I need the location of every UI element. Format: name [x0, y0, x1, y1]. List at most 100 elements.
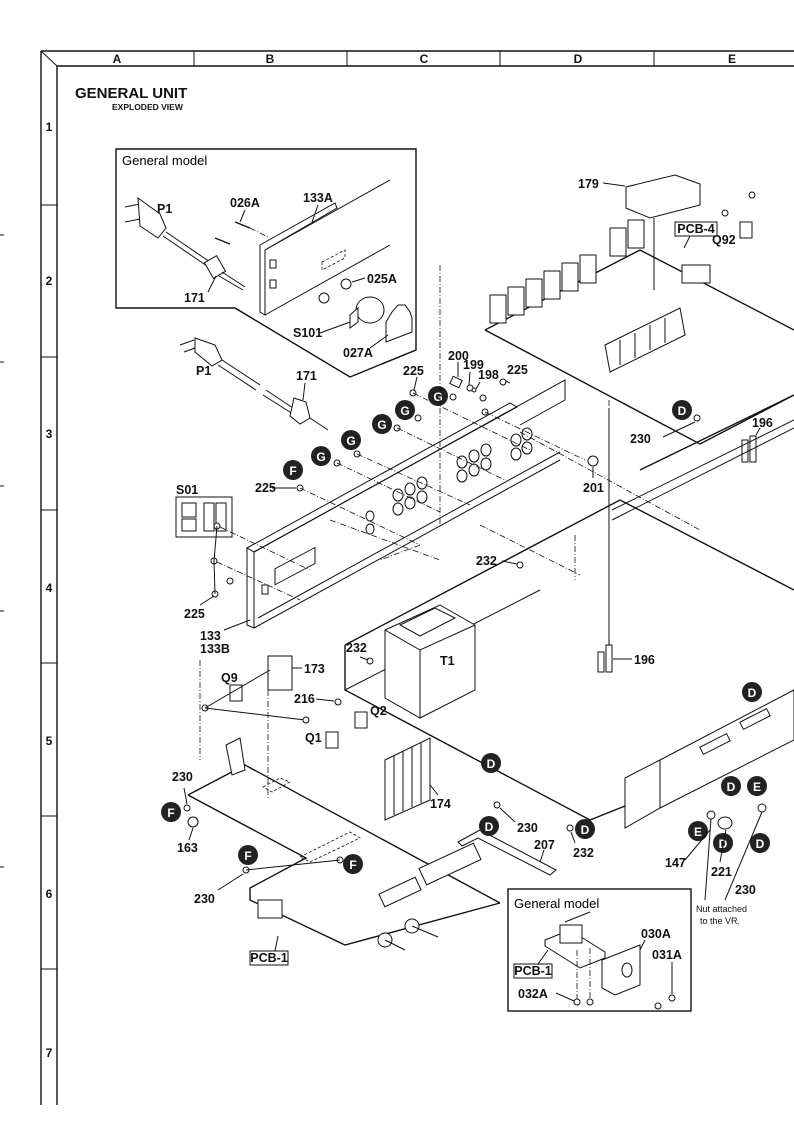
- label-230-right: 230: [735, 883, 756, 897]
- clip-196-mid: [597, 408, 613, 673]
- label-163: 163: [177, 841, 198, 855]
- svg-text:G: G: [400, 404, 409, 418]
- svg-text:G: G: [377, 418, 386, 432]
- label-133a-inset: 133A: [303, 191, 333, 205]
- transformer-t1: [384, 604, 476, 719]
- inset-bottom-parts: [544, 924, 676, 1010]
- clamp-163: [187, 816, 199, 828]
- eu-plug-p1: [124, 196, 246, 291]
- label-032a: 032A: [518, 987, 548, 1001]
- screws-front-panel: [296, 389, 586, 546]
- grid-row-6: 6: [46, 887, 53, 901]
- relay-173: [267, 655, 293, 691]
- label-179: 179: [578, 177, 599, 191]
- badge-g-2: G: [341, 430, 361, 450]
- transistor-q1: [325, 731, 339, 749]
- svg-text:E: E: [753, 780, 761, 794]
- svg-text:E: E: [694, 825, 702, 839]
- screw-026a: [214, 221, 271, 245]
- badge-d-7: D: [713, 833, 733, 853]
- label-230-left: 230: [172, 770, 193, 784]
- badge-d-4: D: [575, 819, 595, 839]
- grid-row-7: 7: [46, 1046, 53, 1060]
- label-221: 221: [711, 865, 732, 879]
- label-225-front: 225: [255, 481, 276, 495]
- nut-vr-1: [706, 810, 716, 820]
- pcb1-switches: [377, 842, 482, 951]
- knob-holes: [365, 427, 533, 535]
- svg-text:F: F: [349, 858, 356, 872]
- badge-f-1: F: [283, 460, 303, 480]
- label-q1: Q1: [305, 731, 322, 745]
- label-030a: 030A: [641, 927, 671, 941]
- label-p1: P1: [196, 364, 211, 378]
- label-031a: 031A: [652, 948, 682, 962]
- label-225-right: 225: [507, 363, 528, 377]
- switch-s101: [349, 296, 385, 329]
- pcb-1-board: [187, 737, 501, 951]
- label-q9: Q9: [221, 671, 238, 685]
- label-196-mid: 196: [634, 653, 655, 667]
- label-q2: Q2: [370, 704, 387, 718]
- screws-225-side: [210, 522, 311, 601]
- label-174: 174: [430, 797, 451, 811]
- label-133b: 133B: [200, 642, 230, 656]
- svg-text:D: D: [485, 820, 494, 834]
- badge-g-4: G: [395, 400, 415, 420]
- label-171: 171: [296, 369, 317, 383]
- label-225-side: 225: [184, 607, 205, 621]
- badge-e-2: E: [688, 821, 708, 841]
- badge-d-6: D: [721, 776, 741, 796]
- page-subtitle: EXPLODED VIEW: [112, 102, 184, 112]
- label-201: 201: [583, 481, 604, 495]
- svg-text:G: G: [433, 390, 442, 404]
- note-line-2: to the VR.: [700, 916, 740, 926]
- badge-e-1: E: [747, 776, 767, 796]
- badge-f-4: F: [343, 854, 363, 874]
- front-panel-133: [245, 379, 566, 629]
- svg-text:D: D: [727, 780, 736, 794]
- chassis-right-bracket: [624, 689, 794, 829]
- label-207: 207: [534, 838, 555, 852]
- label-198: 198: [478, 368, 499, 382]
- grid-column-a: A: [113, 52, 122, 66]
- badge-g-1: G: [311, 446, 331, 466]
- switch-block-top: [604, 307, 686, 373]
- panel-133a: [259, 179, 391, 316]
- label-230-bottom: 230: [194, 892, 215, 906]
- label-216: 216: [294, 692, 315, 706]
- grid-column-d: D: [574, 52, 583, 66]
- badge-f-2: F: [161, 802, 181, 822]
- label-199: 199: [463, 358, 484, 372]
- label-025a-inset: 025A: [367, 272, 397, 286]
- label-q92: Q92: [712, 233, 736, 247]
- badge-d-2: D: [481, 753, 501, 773]
- rca-jacks: [489, 219, 645, 324]
- pcb-4-tag: PCB-4: [674, 221, 718, 237]
- label-200: 200: [448, 349, 469, 363]
- label-s01: S01: [176, 483, 198, 497]
- pcb-1-inset-tag: PCB-1: [513, 963, 553, 979]
- label-027a-inset: 027A: [343, 346, 373, 360]
- label-pcb-4: PCB-4: [677, 222, 715, 236]
- label-147: 147: [665, 856, 686, 870]
- svg-text:D: D: [748, 686, 757, 700]
- note-line-1: Nut attached: [696, 904, 747, 914]
- power-cord-p1: [179, 337, 329, 431]
- chassis: [344, 394, 794, 821]
- label-225-top: 225: [403, 364, 424, 378]
- label-171-inset: 171: [184, 291, 205, 305]
- label-232-mid: 232: [346, 641, 367, 655]
- nut-201: [587, 455, 599, 467]
- socket-s01: [175, 496, 233, 538]
- badge-d-8: D: [750, 833, 770, 853]
- transistor-q92: [721, 191, 756, 239]
- page-title: GENERAL UNIT: [75, 85, 187, 102]
- svg-text:G: G: [316, 450, 325, 464]
- badge-d-1: D: [672, 400, 692, 420]
- label-p1-inset: P1: [157, 202, 172, 216]
- badge-d-5: D: [742, 682, 762, 702]
- nut-vr-2: [757, 803, 767, 813]
- label-s101-inset: S101: [293, 326, 322, 340]
